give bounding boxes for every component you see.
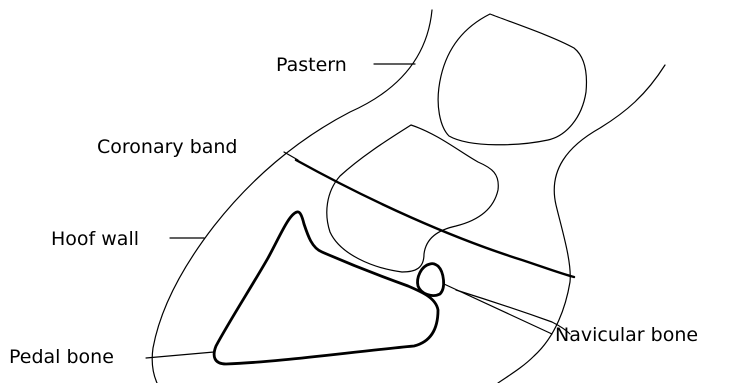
navicular-bone-leader [444, 284, 552, 334]
label-hoof-wall: Hoof wall [51, 228, 139, 250]
pedal-bone-leader [146, 352, 214, 358]
pastern-bone [438, 14, 586, 145]
coronary-band-leader [284, 152, 298, 160]
label-coronary-band: Coronary band [97, 136, 238, 158]
label-navicular-bone: Navicular bone [555, 324, 698, 346]
label-pastern: Pastern [276, 54, 347, 76]
sole-line [456, 290, 570, 334]
label-pedal-bone: Pedal bone [9, 346, 114, 368]
middle-phalanx [327, 125, 498, 272]
navicular-bone [418, 264, 444, 296]
pedal-bone [214, 212, 438, 364]
